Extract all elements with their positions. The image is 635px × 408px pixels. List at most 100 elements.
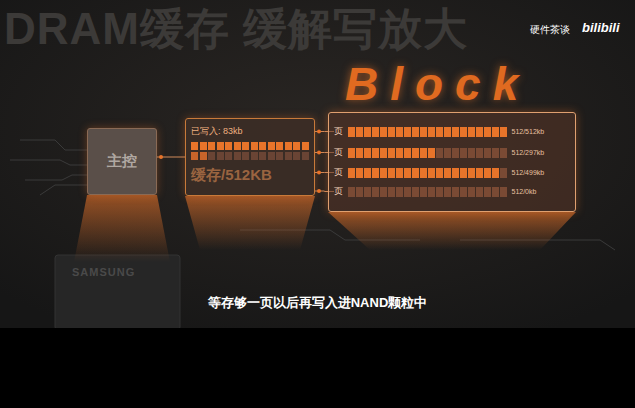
page-row: 页 512/499kb [334,166,572,179]
page-cell [492,127,499,137]
cache-cell [225,142,232,150]
wire-connector [157,155,185,159]
page-cell [452,168,459,178]
glow-plane [74,195,170,262]
cache-cell [293,152,300,160]
page-cell [396,148,403,158]
page-fill: 512/499kb [512,169,545,176]
cache-cell [242,142,249,150]
page-cell [436,187,443,197]
page-cell [476,168,483,178]
page-cell [348,187,355,197]
page-cell [356,148,363,158]
background [0,0,635,330]
page-cell [436,168,443,178]
page-cell [452,127,459,137]
page-row: 页512/297kb [334,146,572,159]
glow-plane [185,196,315,250]
page-cell [492,148,499,158]
page-cell [388,187,395,197]
page-cell [492,187,499,197]
block-heading: Block [345,57,530,111]
page-cells [348,127,507,137]
page-cell [420,148,427,158]
page-row: 页 512/512kb [334,125,572,138]
page-cell [412,127,419,137]
page-cell [420,168,427,178]
page-cell [460,168,467,178]
page-cell [452,148,459,158]
cache-cell [276,142,283,150]
cache-cell [259,152,266,160]
page-cell [500,127,507,137]
cache-cell [217,152,224,160]
box-label: 主控 [107,152,137,171]
cache-cell [302,152,309,160]
page-cells [348,168,507,178]
cache-size: 缓存/512KB [191,166,309,185]
bottom-band [0,328,635,408]
glow-plane [328,212,576,250]
cache-cell [251,142,258,150]
page-cell [404,187,411,197]
cache-cell [276,152,283,160]
page-fill: 512/512kb [512,128,545,135]
page-cell [420,127,427,137]
page-cell [452,187,459,197]
page-cell [364,127,371,137]
page-cell [460,187,467,197]
page-cells [348,148,507,158]
page-cell [396,127,403,137]
page-cell [476,148,483,158]
page-cell [428,148,435,158]
page-row: 页512/0kb [334,185,572,198]
page-cell [380,187,387,197]
page-cell [380,148,387,158]
page-cell [436,127,443,137]
controller-box: 主控 [87,128,157,195]
page-cell [364,187,371,197]
video-title: DRAM缓存 缓解写放大 [4,0,468,59]
watermark-logo: bilibili [582,20,620,35]
memory-chip [55,255,180,330]
cache-cell [285,142,292,150]
page-label: 页 [334,166,346,179]
page-fill: 512/0kb [512,188,537,195]
page-cell [380,168,387,178]
page-cell [348,168,355,178]
page-cell [476,187,483,197]
written-amount: 已写入: 83kb [191,125,309,138]
page-cell [428,127,435,137]
page-cell [356,187,363,197]
cache-cell [234,142,241,150]
page-label: 页 [334,146,346,159]
page-cell [388,127,395,137]
cache-cell [251,152,258,160]
page-cell [372,168,379,178]
cache-cell [200,152,207,160]
page-cell [404,127,411,137]
cache-cell [191,152,198,160]
cache-cell [293,142,300,150]
page-label: 页 [334,125,346,138]
cache-cell [242,152,249,160]
cache-cell [191,142,198,150]
page-cell [372,148,379,158]
block-box: Block页512/512kb页512/297kb页512/499kb页512/… [328,112,576,212]
page-cell [500,168,507,178]
cache-cell [268,142,275,150]
page-cell [460,127,467,137]
subtitle: 等存够一页以后再写入进NAND颗粒中 [0,294,635,312]
page-cell [444,168,451,178]
page-cell [388,148,395,158]
page-cell [460,148,467,158]
page-cell [404,168,411,178]
page-cell [484,187,491,197]
page-cell [412,168,419,178]
page-cell [436,148,443,158]
page-cell [412,148,419,158]
cache-cell [217,142,224,150]
cache-cell [208,152,215,160]
cache-cell [225,152,232,160]
page-cell [396,187,403,197]
